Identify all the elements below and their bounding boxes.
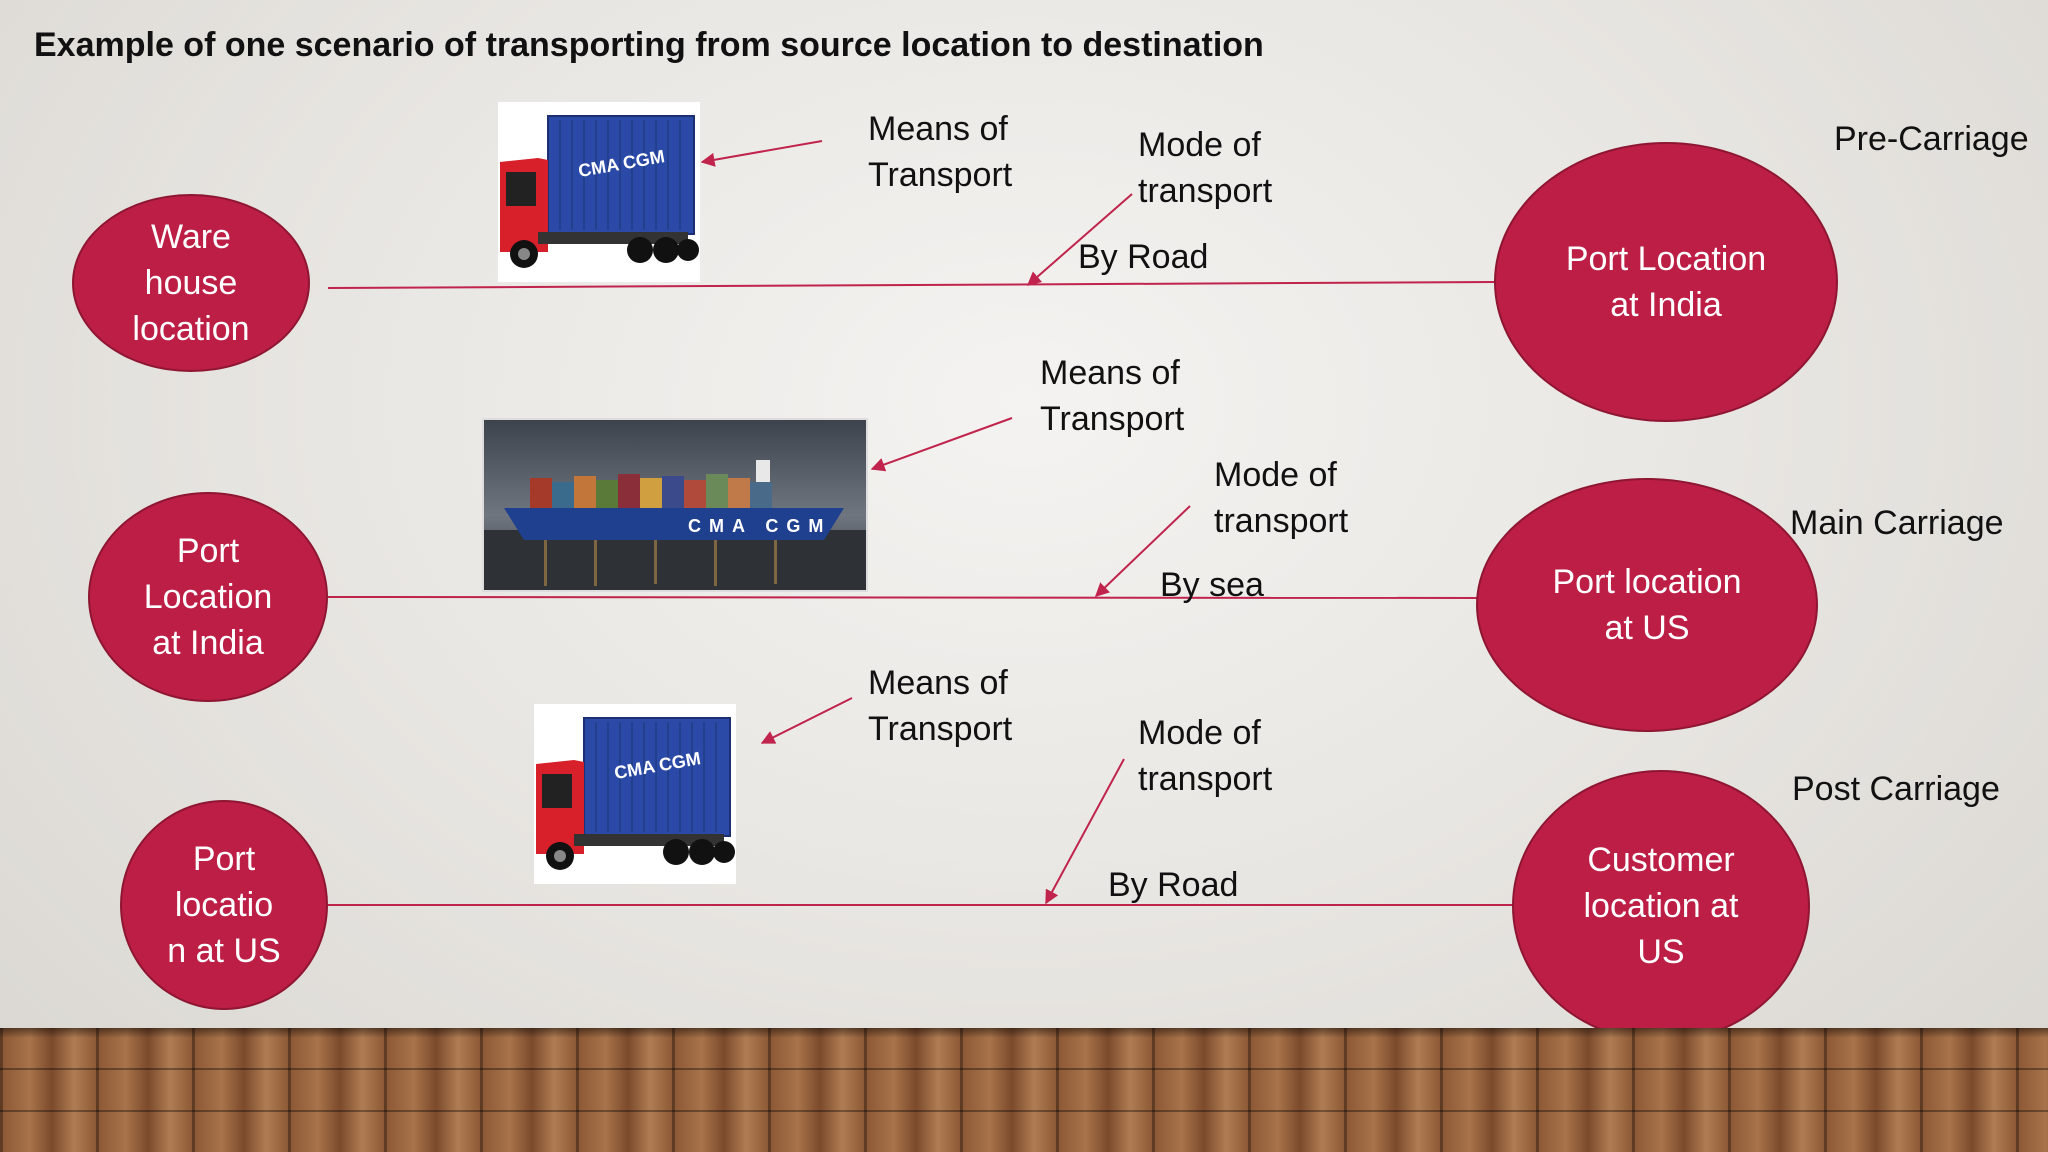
stage-label-main-carriage: Main Carriage: [1790, 504, 2004, 542]
slide-title: Example of one scenario of transporting …: [34, 26, 1264, 64]
mode-label-3: Mode of transport: [1138, 714, 1273, 798]
source-node-warehouse: Ware house location: [72, 194, 310, 372]
means-label-3: Means of Transport: [868, 664, 1013, 748]
route-line-2: [327, 596, 1479, 599]
mode-arrow-3: [1045, 758, 1125, 905]
mode-value-1: By Road: [1078, 238, 1209, 276]
destination-node-port-india: Port Location at India: [1494, 142, 1838, 422]
destination-node-customer-us: Customer location at US: [1512, 770, 1810, 1042]
mode-arrow-1: [1026, 193, 1133, 286]
mode-value-2: By sea: [1160, 566, 1264, 604]
truck-image-2: CMA CGM: [534, 704, 736, 884]
mode-label-2: Mode of transport: [1214, 456, 1349, 540]
truck-image-1: CMA CGM: [498, 102, 700, 282]
mode-value-3: By Road: [1108, 866, 1239, 904]
truck-icon: CMA CGM: [536, 717, 735, 870]
mode-arrow-2: [1094, 505, 1191, 597]
destination-node-port-us: Port location at US: [1476, 478, 1818, 732]
ship-icon: CMA CGM: [484, 420, 866, 590]
source-node-port-us: Port locatio n at US: [120, 800, 328, 1010]
source-node-port-india: Port Location at India: [88, 492, 328, 702]
ship-image: CMA CGM: [482, 418, 868, 592]
ship-brand: CMA CGM: [688, 516, 831, 536]
stage-label-pre-carriage: Pre-Carriage: [1834, 120, 2029, 158]
means-label-1: Means of Transport: [868, 110, 1013, 194]
route-line-1: [327, 281, 1497, 289]
means-arrow-2: [870, 417, 1013, 472]
truck-icon: CMA CGM: [500, 115, 699, 268]
stage-label-post-carriage: Post Carriage: [1792, 770, 2000, 808]
wooden-floor: [0, 1028, 2048, 1152]
means-arrow-3: [760, 697, 853, 744]
mode-label-1: Mode of transport: [1138, 126, 1273, 210]
means-label-2: Means of Transport: [1040, 354, 1185, 438]
means-arrow-1: [700, 140, 823, 167]
